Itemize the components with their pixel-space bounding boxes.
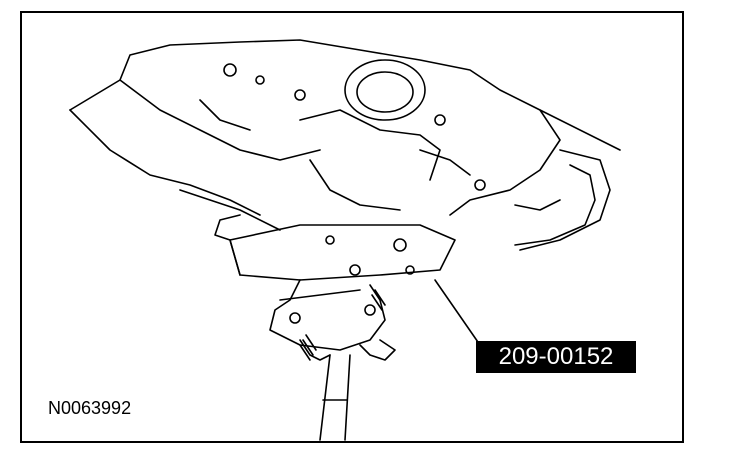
leader-line — [434, 279, 481, 346]
jack-adapter-drawing — [214, 214, 456, 441]
transmission-drawing — [69, 39, 621, 251]
figure-id-text: N0063992 — [48, 398, 132, 418]
tool-number-label: 209-00152 — [476, 341, 636, 373]
